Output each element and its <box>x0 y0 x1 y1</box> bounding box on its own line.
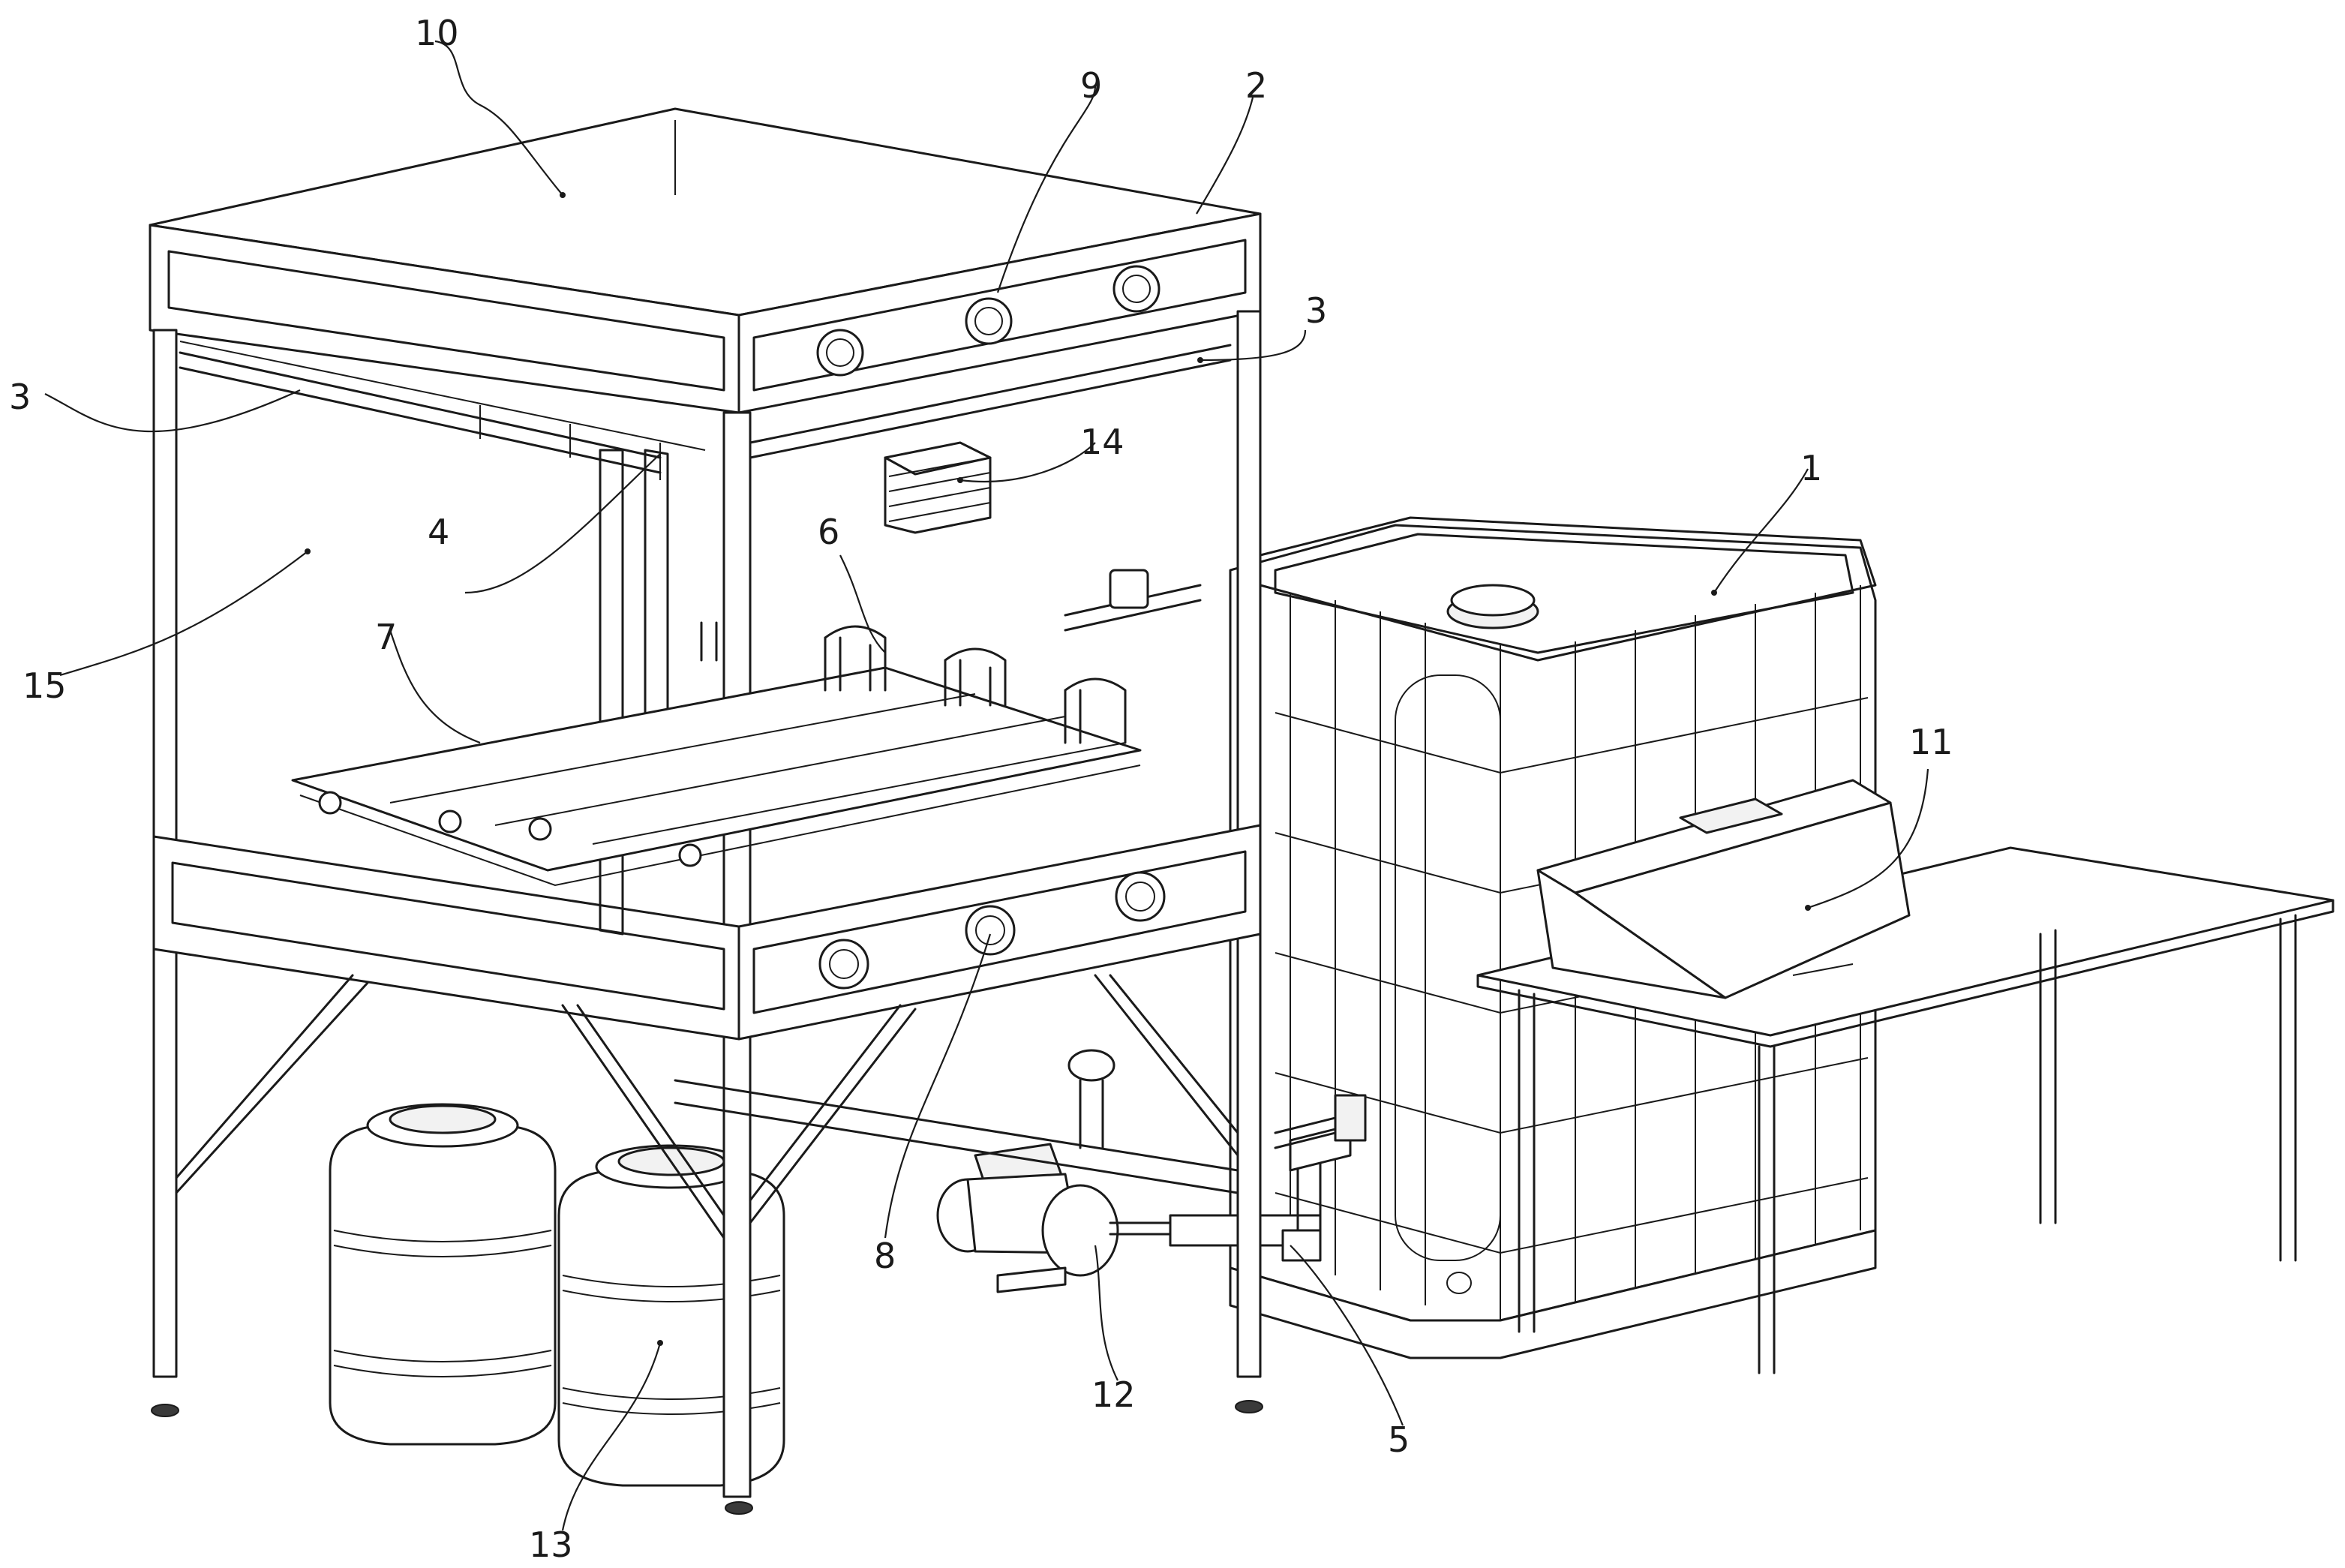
cultivation-trays <box>291 569 1202 887</box>
label-3-right: 3 <box>1305 290 1327 331</box>
label-4: 4 <box>428 512 449 552</box>
barrel-left <box>329 1103 557 1446</box>
label-7: 7 <box>375 617 397 657</box>
label-10: 10 <box>415 13 459 53</box>
label-3-left: 3 <box>9 377 31 417</box>
label-8: 8 <box>874 1236 896 1276</box>
fan-row-top <box>816 265 1160 377</box>
frame <box>149 107 1263 1515</box>
label-15: 15 <box>23 665 67 706</box>
label-13: 13 <box>529 1524 573 1565</box>
label-9: 9 <box>1080 65 1102 106</box>
label-11: 11 <box>1909 722 1953 762</box>
label-12: 12 <box>1091 1374 1136 1415</box>
label-5: 5 <box>1388 1419 1410 1460</box>
leader-lines <box>44 40 1929 1531</box>
label-14: 14 <box>1080 422 1124 462</box>
fan-row-bottom <box>818 871 1166 990</box>
label-1: 1 <box>1800 448 1822 488</box>
radiation-shield <box>884 441 992 534</box>
valve-piping <box>1274 1094 1367 1262</box>
pump <box>936 1049 1352 1293</box>
label-2: 2 <box>1245 65 1267 106</box>
control-box <box>1536 779 1911 999</box>
label-6: 6 <box>818 512 839 552</box>
reference-numerals: 10 9 2 3 3 14 1 4 6 7 15 11 8 12 5 13 <box>9 13 1953 1565</box>
